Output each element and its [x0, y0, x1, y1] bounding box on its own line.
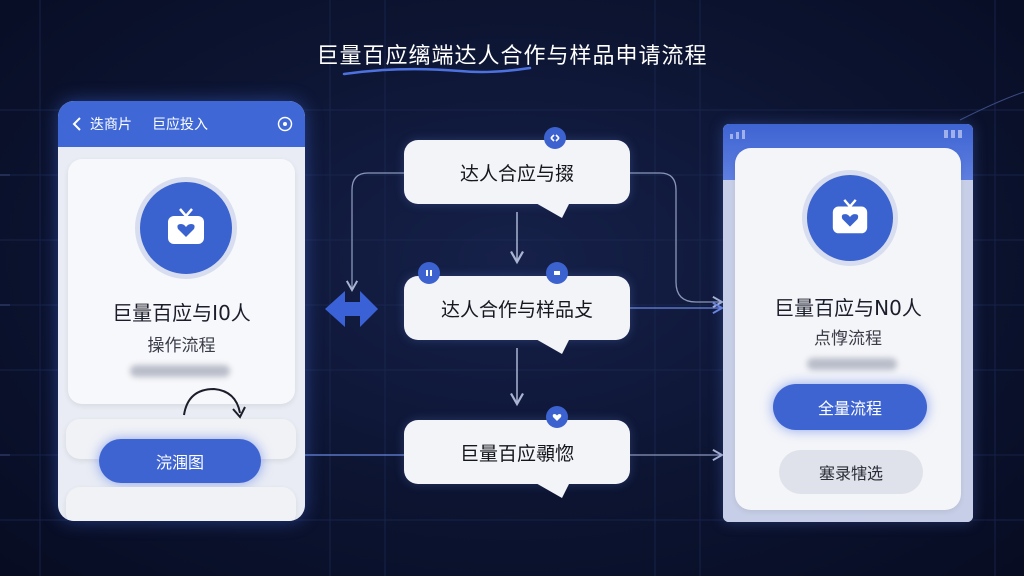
- flow-step-3-tail: [534, 482, 570, 498]
- heart-icon: [546, 406, 568, 428]
- tv-heart-icon: [832, 199, 868, 234]
- stop-icon: [546, 262, 568, 284]
- left-profile-card: 巨量百应与I0人 操作流程: [68, 159, 295, 404]
- header-title: 巨应投入: [152, 117, 208, 133]
- double-arrow-icon: [325, 291, 378, 327]
- avatar: [135, 177, 237, 279]
- flow-step-2: 达人合作与样品攴: [404, 276, 630, 340]
- flow-step-1-tail: [534, 202, 570, 218]
- rotate-arrow-icon: [183, 387, 246, 419]
- flow-step-1: 达人合应与掇: [404, 140, 630, 204]
- card-title: 巨量百应与N0人: [774, 296, 922, 320]
- right-phone-mockup: 巨量百应与N0人 点惸流程 全量流程 塞录犗选: [723, 124, 973, 522]
- left-phone-header: 迭商片 巨应投入: [58, 101, 305, 147]
- battery-icon: [944, 130, 962, 138]
- arrow-box1-right: [630, 172, 724, 309]
- link-icon: [544, 127, 566, 149]
- left-bottom-card: [66, 487, 296, 521]
- arrow-box1-left: [345, 172, 404, 292]
- flow-step-3: 巨量百应䫮惚: [404, 420, 630, 484]
- filter-button[interactable]: 塞录犗选: [779, 450, 923, 494]
- blurred-text: [807, 358, 897, 370]
- pause-icon: [418, 262, 440, 284]
- right-profile-card: 巨量百应与N0人 点惸流程 全量流程 塞录犗选: [735, 148, 961, 510]
- full-process-button[interactable]: 全量流程: [773, 384, 927, 430]
- card-title: 巨量百应与I0人: [112, 301, 251, 325]
- avatar: [802, 170, 898, 266]
- signal-icon: [730, 130, 745, 139]
- card-subtitle: 点惸流程: [814, 329, 882, 349]
- page-title: 巨量百应缡端达人合作与样品申请流程: [316, 44, 708, 69]
- card-subtitle: 操作流程: [147, 336, 216, 356]
- title-underline: [342, 66, 532, 76]
- flow-step-2-tail: [534, 338, 570, 354]
- view-button[interactable]: 浣涠图: [99, 439, 261, 483]
- header-back-label[interactable]: 迭商片: [90, 117, 132, 133]
- play-circle-icon[interactable]: [277, 116, 293, 132]
- chevron-left-icon[interactable]: [70, 117, 84, 131]
- blurred-text: [130, 365, 230, 377]
- tv-heart-icon: [168, 208, 204, 244]
- left-phone-mockup: 迭商片 巨应投入 巨量百应与I0人 操作流程 浣涠图: [58, 101, 305, 521]
